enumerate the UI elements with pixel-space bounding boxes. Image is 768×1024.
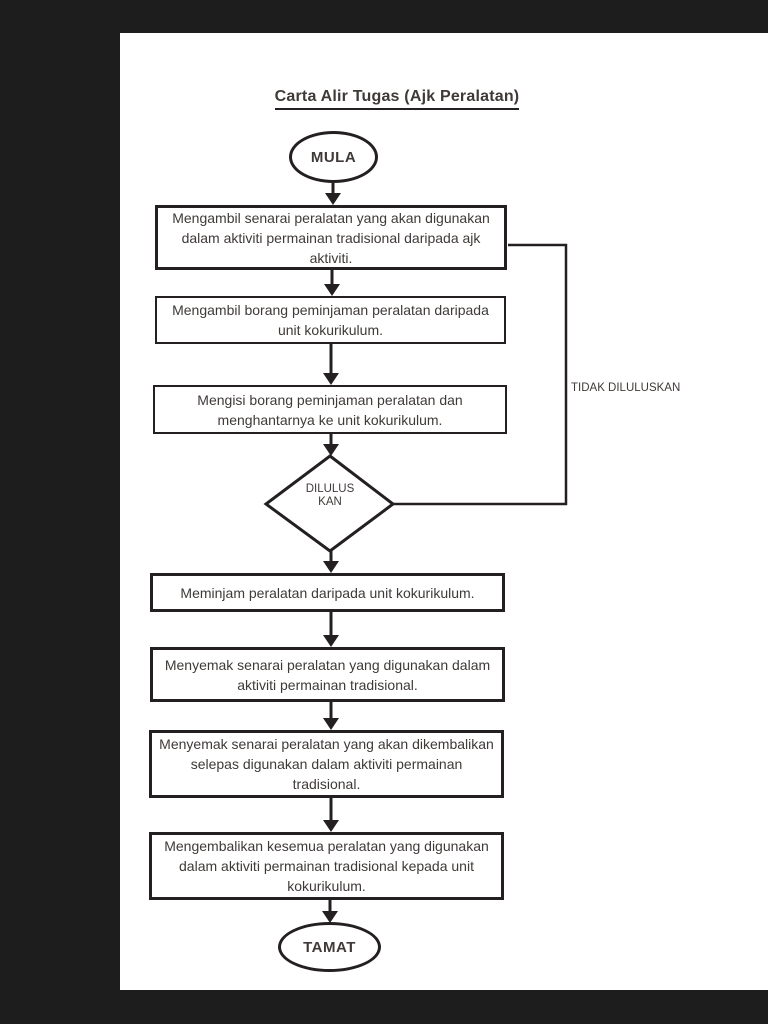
flow-arrow: [324, 270, 340, 296]
decision-label: DILULUS KAN: [280, 483, 380, 509]
return-line-not-approved: [393, 243, 568, 506]
end-label: TAMAT: [303, 938, 356, 956]
process-box-1: Mengambil senarai peralatan yang akan di…: [155, 205, 507, 270]
start-label: MULA: [310, 148, 357, 166]
viewer-bottom-bar: [0, 990, 768, 1024]
page-title: Carta Alir Tugas (Ajk Peralatan): [232, 88, 562, 110]
process-box-5: Menyemak senarai peralatan yang digunaka…: [150, 647, 505, 702]
page-title-text: Carta Alir Tugas (Ajk Peralatan): [274, 88, 520, 110]
process-box-3: Mengisi borang peminjaman peralatan dan …: [153, 385, 507, 434]
flow-arrow: [322, 900, 338, 923]
decision-label-line2: KAN: [318, 496, 342, 508]
flow-arrow: [323, 344, 339, 385]
process-box-6: Menyemak senarai peralatan yang akan dik…: [149, 730, 504, 798]
flow-arrow: [323, 702, 339, 730]
decision-diamond: [263, 454, 396, 553]
decision-label-line1: DILULUS: [305, 483, 355, 495]
viewer-left-panel: [0, 33, 120, 990]
not-approved-branch-label: TIDAK DILULUSKAN: [571, 382, 681, 394]
flow-arrow: [323, 612, 339, 647]
process-box-7: Mengembalikan kesemua peralatan yang dig…: [149, 832, 504, 900]
process-box-2: Mengambil borang peminjaman peralatan da…: [155, 296, 506, 344]
flow-arrow: [325, 183, 341, 205]
process-box-4: Meminjam peralatan daripada unit kokurik…: [150, 573, 505, 612]
flow-arrow: [323, 551, 339, 573]
flow-arrow: [323, 434, 339, 456]
viewer-top-bar: [0, 0, 768, 33]
flow-arrow: [323, 798, 339, 832]
start-terminator: MULA: [289, 131, 378, 183]
end-terminator: TAMAT: [278, 922, 381, 972]
